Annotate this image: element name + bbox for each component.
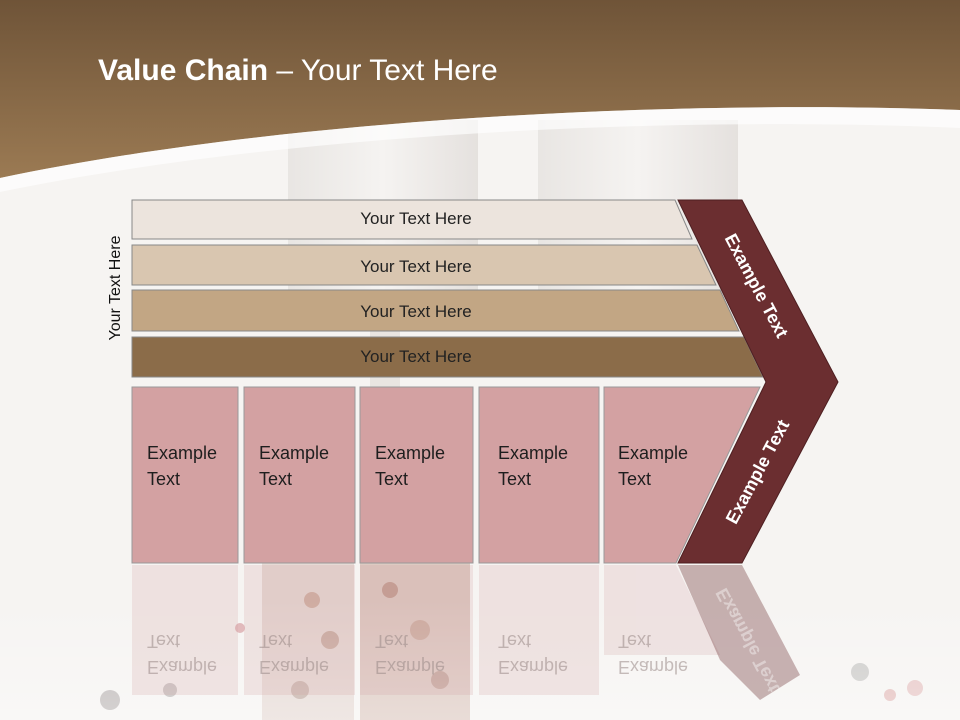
activity-column-label-1-line2: Text [147,469,181,489]
support-bar-label-3: Your Text Here [360,302,472,321]
activity-column-label-3: Example Text [375,440,445,492]
activity-column-1 [131,386,239,564]
activity-column-label-2-line2: Text [259,469,293,489]
activity-column-label-3-line1: Example [375,443,446,463]
activity-column-label-3-line2: Text [375,469,409,489]
activity-column-5 [603,386,761,564]
activity-column-label-5-line1: Example [618,443,689,463]
support-bar-label-2: Your Text Here [360,257,472,276]
margin-chevron-reflection [678,565,800,700]
slide-title: Value Chain – Your Text Here [98,54,498,88]
title-bold: Value Chain [98,54,269,87]
support-bar-label-4: Your Text Here [360,347,472,366]
activity-column-label-5-line2: Text [618,469,652,489]
support-bar-label-1: Your Text Here [360,209,472,228]
activity-column-label-4: Example Text [498,440,568,492]
activity-column-label-1: Example Text [147,440,217,492]
activity-column-label-2: Example Text [259,440,329,492]
activity-column-label-4-line2: Text [498,469,532,489]
activity-column-label-2-line1: Example [259,443,330,463]
support-bar-2 [131,244,717,286]
activity-column-label-5: Example Text [618,440,688,492]
activity-column-3 [359,386,474,564]
title-rest: – Your Text Here [268,54,498,87]
support-bar-1 [131,199,693,240]
margin-chevron [677,199,839,564]
activity-column-2 [243,386,356,564]
columns-reflection [132,565,720,695]
activity-column-label-4-line1: Example [498,443,569,463]
support-bar-4 [131,336,764,378]
activity-column-label-1-line1: Example [147,443,218,463]
activity-column-4 [478,386,600,564]
support-bar-3 [131,289,740,332]
